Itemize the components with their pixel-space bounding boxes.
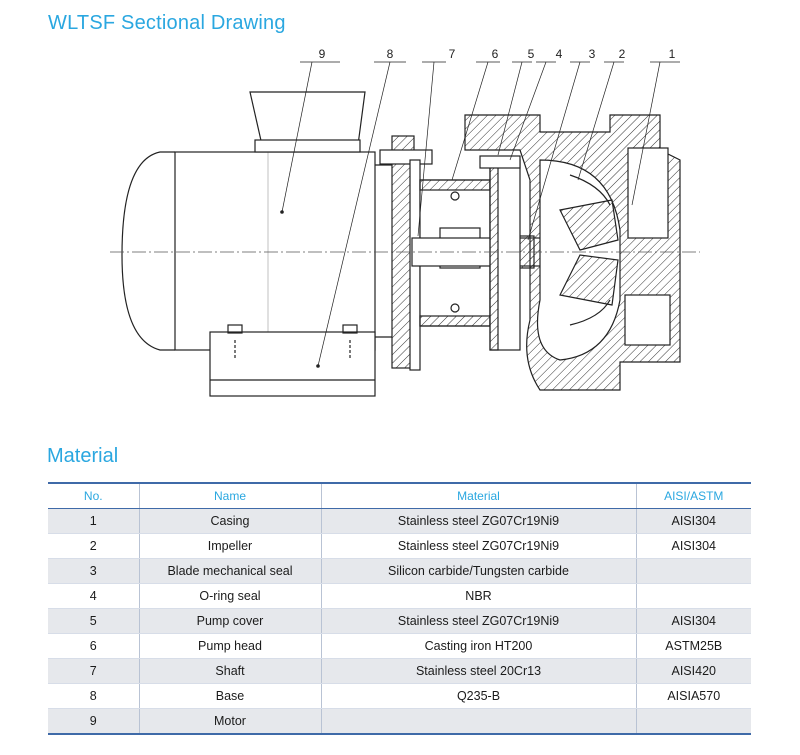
cell-name: Pump cover [139,608,322,634]
cell-material: Stainless steel ZG07Cr19Ni9 [321,508,637,534]
header-no: No. [48,483,140,509]
table-header-row: No. Name Material AISI/ASTM [48,483,751,509]
cell-material: Casting iron HT200 [321,633,637,659]
cell-standard [636,558,751,584]
callout-3: 3 [589,47,596,61]
impeller [559,174,619,326]
table-row: 3 Blade mechanical seal Silicon carbide/… [48,558,751,584]
cell-material: Stainless steel ZG07Cr19Ni9 [321,608,637,634]
callout-1: 1 [669,47,676,61]
cell-name: Pump head [139,633,322,659]
callout-7: 7 [449,47,456,61]
cell-no: 1 [48,508,140,534]
table-row: 7 Shaft Stainless steel 20Cr13 AISI420 [48,658,751,684]
cell-standard [636,583,751,609]
callout-2: 2 [619,47,626,61]
cell-material: Stainless steel ZG07Cr19Ni9 [321,533,637,559]
header-name: Name [139,483,322,509]
drawing-title: WLTSF Sectional Drawing [48,12,286,34]
cell-no: 4 [48,583,140,609]
table-row: 8 Base Q235-B AISIA570 [48,683,751,709]
table-row: 9 Motor [48,708,751,735]
table-row: 6 Pump head Casting iron HT200 ASTM25B [48,633,751,659]
cell-material [321,708,637,735]
cell-name: Blade mechanical seal [139,558,322,584]
material-title: Material [47,445,119,467]
callout-9: 9 [319,47,326,61]
cell-standard: AISIA570 [636,683,751,709]
cell-name: Shaft [139,658,322,684]
cell-name: Casing [139,508,322,534]
header-material: Material [321,483,637,509]
cell-name: Impeller [139,533,322,559]
cell-standard: ASTM25B [636,633,751,659]
callout-4: 4 [556,47,563,61]
cell-no: 2 [48,533,140,559]
cell-standard: AISI304 [636,608,751,634]
callout-8: 8 [387,47,394,61]
cell-material: NBR [321,583,637,609]
header-standard: AISI/ASTM [636,483,751,509]
cell-material: Q235-B [321,683,637,709]
table-row: 4 O-ring seal NBR [48,583,751,609]
cell-material: Silicon carbide/Tungsten carbide [321,558,637,584]
cell-no: 8 [48,683,140,709]
table-row: 1 Casing Stainless steel ZG07Cr19Ni9 AIS… [48,508,751,534]
motor-body [121,91,392,351]
base [209,324,376,397]
cell-material: Stainless steel 20Cr13 [321,658,637,684]
table-row: 2 Impeller Stainless steel ZG07Cr19Ni9 A… [48,533,751,559]
callout-6: 6 [492,47,499,61]
pump-cover [479,155,521,351]
cell-standard [636,708,751,735]
cell-no: 6 [48,633,140,659]
cell-no: 5 [48,608,140,634]
cell-no: 3 [48,558,140,584]
cell-name: Base [139,683,322,709]
cell-standard: AISI304 [636,533,751,559]
cell-name: O-ring seal [139,583,322,609]
cell-standard: AISI304 [636,508,751,534]
table-row: 5 Pump cover Stainless steel ZG07Cr19Ni9… [48,608,751,634]
material-table: No. Name Material AISI/ASTM 1 Casing Sta… [48,482,751,735]
cell-standard: AISI420 [636,658,751,684]
cell-no: 7 [48,658,140,684]
cell-no: 9 [48,708,140,735]
cell-name: Motor [139,708,322,735]
callout-5: 5 [528,47,535,61]
sectional-drawing: 9 8 7 6 5 4 3 2 1 [110,47,700,397]
